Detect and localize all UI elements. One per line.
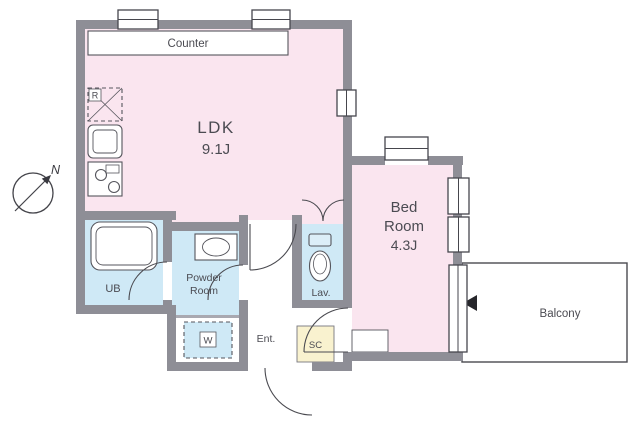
- counter-label: Counter: [168, 38, 209, 50]
- wall-segment: [167, 305, 176, 371]
- balcony-floor: [461, 262, 628, 363]
- wall-segment: [343, 114, 352, 160]
- fixtures: [87, 30, 389, 359]
- kitchen-sink: [87, 124, 123, 159]
- compass-circle: [12, 172, 54, 214]
- wall-segment: [343, 352, 463, 361]
- ldk-door-swing: [249, 223, 297, 271]
- stove-burner-icon: [107, 180, 121, 194]
- refrigerator-cross-line: [87, 87, 123, 122]
- bedroom-label: Bed: [391, 199, 418, 216]
- bathtub-inner: [95, 226, 153, 266]
- wall-segment: [163, 300, 172, 314]
- ldk-size-label: 9.1J: [202, 141, 230, 158]
- balcony-area: [461, 262, 628, 363]
- wall-segment: [292, 215, 302, 308]
- wall-segment: [76, 20, 118, 29]
- compass: N: [12, 163, 61, 214]
- bedroom-floor: [352, 165, 453, 352]
- labels: Counter LDK 9.1J Bed Room 4.3J UB Powder…: [92, 38, 581, 351]
- balcony-label: Balcony: [540, 308, 581, 320]
- wall-segment: [453, 156, 462, 180]
- stove-grill: [105, 164, 120, 174]
- window: [117, 9, 159, 30]
- shoe-closet-box: [296, 325, 335, 363]
- bedroom-size-label: 4.3J: [391, 237, 417, 253]
- wall-segment: [343, 156, 352, 308]
- unit-bath-label: UB: [105, 283, 120, 295]
- wall-segment: [239, 300, 248, 362]
- bathtub: [90, 221, 158, 271]
- toilet-bowl: [308, 250, 332, 282]
- wall-segment: [167, 222, 248, 231]
- wall-segment: [76, 211, 176, 220]
- wall-segment: [343, 156, 385, 165]
- refrigerator-space: [87, 87, 123, 122]
- powder-room-label: Room: [190, 285, 218, 297]
- window: [447, 216, 470, 253]
- wall-segment: [158, 20, 252, 29]
- wall-segment: [163, 211, 172, 262]
- lavatory-door-swing: [322, 199, 345, 222]
- bedroom-label: Room: [384, 218, 424, 235]
- window: [384, 136, 429, 161]
- unit-bath-door-swing: [128, 261, 168, 301]
- wall-segment: [292, 300, 352, 308]
- wall-segment: [76, 20, 85, 314]
- compass-north-label: N: [51, 163, 61, 177]
- wall-segment: [453, 251, 462, 265]
- stove-burner-icon: [94, 168, 108, 182]
- hallway-floor: [248, 220, 292, 362]
- vanity-sink-bowl: [202, 237, 230, 257]
- wall-segment: [343, 20, 352, 92]
- entrance-door-swing: [264, 367, 313, 416]
- powder-room-label: Powder: [186, 272, 222, 284]
- wall-segment: [343, 352, 352, 371]
- windows: [117, 9, 470, 353]
- wall-segment: [312, 362, 352, 371]
- wall-segment: [428, 156, 463, 165]
- refrigerator-label-chip: [88, 88, 102, 102]
- powder-room-door-swing: [207, 264, 244, 301]
- entrance-label: Ent.: [257, 333, 276, 345]
- refrigerator-label: R: [92, 91, 99, 101]
- shoe-closet-label: SC: [309, 340, 322, 351]
- walls: [76, 20, 463, 371]
- toilet-bowl-inner: [313, 253, 327, 275]
- window: [447, 177, 470, 215]
- washer-label: W: [204, 336, 213, 347]
- balcony-sliding-door: [448, 264, 468, 353]
- balcony-direction-triangle-icon: [463, 295, 477, 311]
- wall-segment: [453, 213, 462, 218]
- compass-arrowhead-icon: [41, 175, 51, 185]
- bedroom-step: [351, 329, 389, 353]
- kitchen-sink-basin: [92, 129, 118, 154]
- compass-needle: [14, 180, 46, 212]
- window: [251, 9, 291, 30]
- wall-segment: [76, 305, 176, 314]
- wall-segment: [239, 215, 248, 265]
- toilet-tank: [308, 233, 332, 247]
- wall-segment: [176, 315, 239, 318]
- ldk-label: LDK: [197, 118, 235, 137]
- wall-segment: [167, 362, 248, 371]
- ldk-floor: [85, 29, 343, 225]
- bedroom-door-swing: [303, 307, 349, 353]
- window: [336, 89, 357, 117]
- kitchen-counter: [87, 30, 289, 56]
- doors: [128, 199, 349, 416]
- wall-segment: [290, 20, 352, 29]
- washer-label-chip: [199, 331, 217, 348]
- lavatory-label: Lav.: [311, 287, 330, 299]
